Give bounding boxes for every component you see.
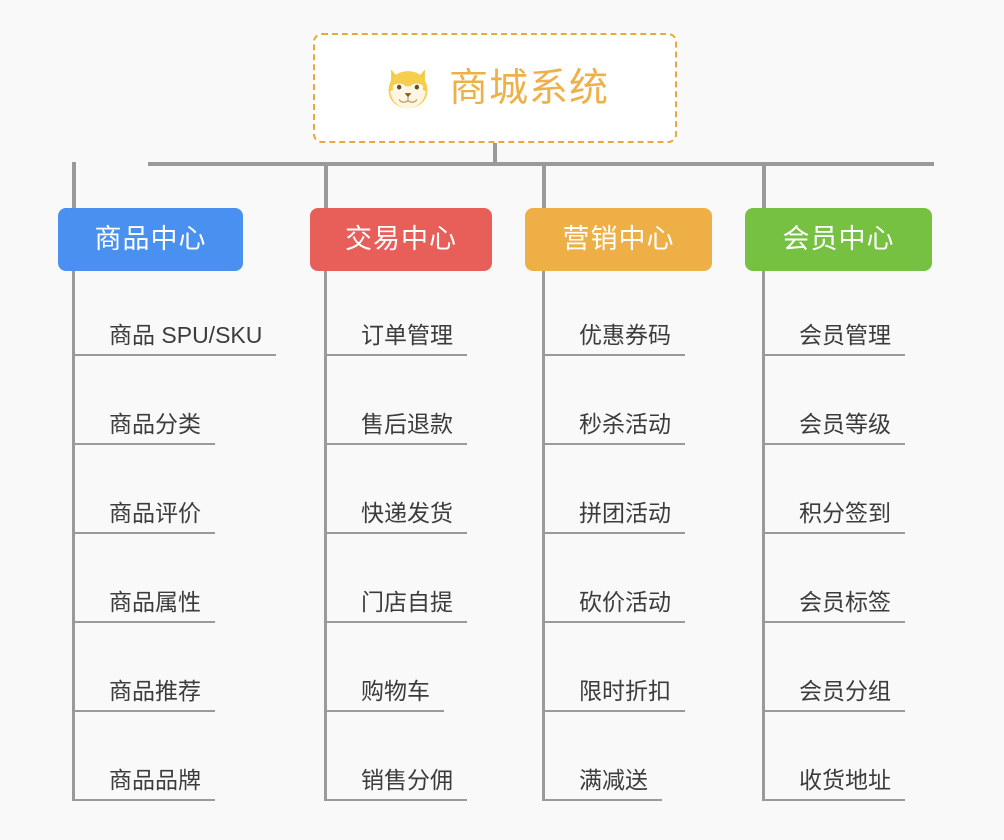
leaf-item-label: 秒杀活动 (545, 411, 685, 445)
leaf-item-label: 售后退款 (327, 411, 467, 445)
leaf-item-label: 商品属性 (75, 589, 215, 623)
leaf-item[interactable]: 会员管理 (765, 282, 905, 356)
leaf-item[interactable]: 会员分组 (765, 638, 905, 712)
leaf-item-label: 商品推荐 (75, 678, 215, 712)
leaf-item[interactable]: 秒杀活动 (545, 371, 685, 445)
category-box-trade-center[interactable]: 交易中心 (310, 208, 492, 271)
branch-rail (72, 271, 75, 801)
category-label: 会员中心 (782, 224, 895, 254)
leaf-item[interactable]: 会员标签 (765, 549, 905, 623)
leaf-item-label: 会员标签 (765, 589, 905, 623)
leaf-item-label: 门店自提 (327, 589, 467, 623)
connector-root-stem (493, 143, 497, 165)
branch-rail (542, 271, 545, 801)
leaf-item[interactable]: 订单管理 (327, 282, 467, 356)
leaf-item[interactable]: 商品 SPU/SKU (75, 282, 277, 356)
leaf-item[interactable]: 购物车 (327, 638, 444, 712)
connector-drop-3 (542, 162, 546, 210)
leaf-item[interactable]: 商品分类 (75, 371, 215, 445)
leaf-item[interactable]: 满减送 (545, 727, 662, 801)
root-node-mall-system[interactable]: 商城系统 (313, 33, 677, 143)
leaf-item[interactable]: 砍价活动 (545, 549, 685, 623)
leaf-item[interactable]: 销售分佣 (327, 727, 467, 801)
leaf-item-label: 商品品牌 (75, 767, 215, 801)
leaf-item-label: 商品分类 (75, 411, 215, 445)
leaf-item-label: 购物车 (327, 678, 444, 712)
branch-rail (324, 271, 327, 801)
category-box-member-center[interactable]: 会员中心 (745, 208, 932, 271)
leaf-item-label: 拼团活动 (545, 500, 685, 534)
leaf-item-label: 优惠券码 (545, 322, 685, 356)
category-box-marketing-center[interactable]: 营销中心 (525, 208, 712, 271)
leaf-item-label: 订单管理 (327, 322, 467, 356)
category-label: 营销中心 (562, 224, 675, 254)
leaf-item[interactable]: 门店自提 (327, 549, 467, 623)
leaf-item[interactable]: 商品品牌 (75, 727, 215, 801)
dog-face-icon (388, 69, 428, 109)
leaf-item[interactable]: 商品评价 (75, 460, 215, 534)
leaf-item[interactable]: 售后退款 (327, 371, 467, 445)
leaf-item[interactable]: 商品推荐 (75, 638, 215, 712)
category-box-product-center[interactable]: 商品中心 (58, 208, 243, 271)
connector-horizontal-bus (148, 162, 934, 166)
leaf-item[interactable]: 优惠券码 (545, 282, 685, 356)
leaf-item[interactable]: 快递发货 (327, 460, 467, 534)
leaf-item[interactable]: 积分签到 (765, 460, 905, 534)
leaf-item-label: 商品评价 (75, 500, 215, 534)
leaf-item-label: 快递发货 (327, 500, 467, 534)
leaf-item-label: 会员管理 (765, 322, 905, 356)
leaf-item-label: 满减送 (545, 767, 662, 801)
leaf-item-label: 砍价活动 (545, 589, 685, 623)
leaf-item-label: 会员分组 (765, 678, 905, 712)
leaf-item[interactable]: 商品属性 (75, 549, 215, 623)
leaf-item-label: 销售分佣 (327, 767, 467, 801)
leaf-item-label: 收货地址 (765, 767, 905, 801)
leaf-item-label: 积分签到 (765, 500, 905, 534)
leaf-item[interactable]: 会员等级 (765, 371, 905, 445)
category-label: 交易中心 (345, 224, 457, 254)
leaf-item[interactable]: 拼团活动 (545, 460, 685, 534)
root-title: 商城系统 (448, 66, 609, 110)
branch-rail (762, 271, 765, 801)
leaf-item[interactable]: 收货地址 (765, 727, 905, 801)
connector-drop-1 (72, 162, 76, 210)
category-label: 商品中心 (94, 224, 207, 254)
leaf-item-label: 限时折扣 (545, 678, 685, 712)
connector-drop-2 (324, 162, 328, 210)
leaf-item-label: 商品 SPU/SKU (75, 322, 277, 356)
connector-drop-4 (762, 162, 766, 210)
leaf-item-label: 会员等级 (765, 411, 905, 445)
leaf-item[interactable]: 限时折扣 (545, 638, 685, 712)
